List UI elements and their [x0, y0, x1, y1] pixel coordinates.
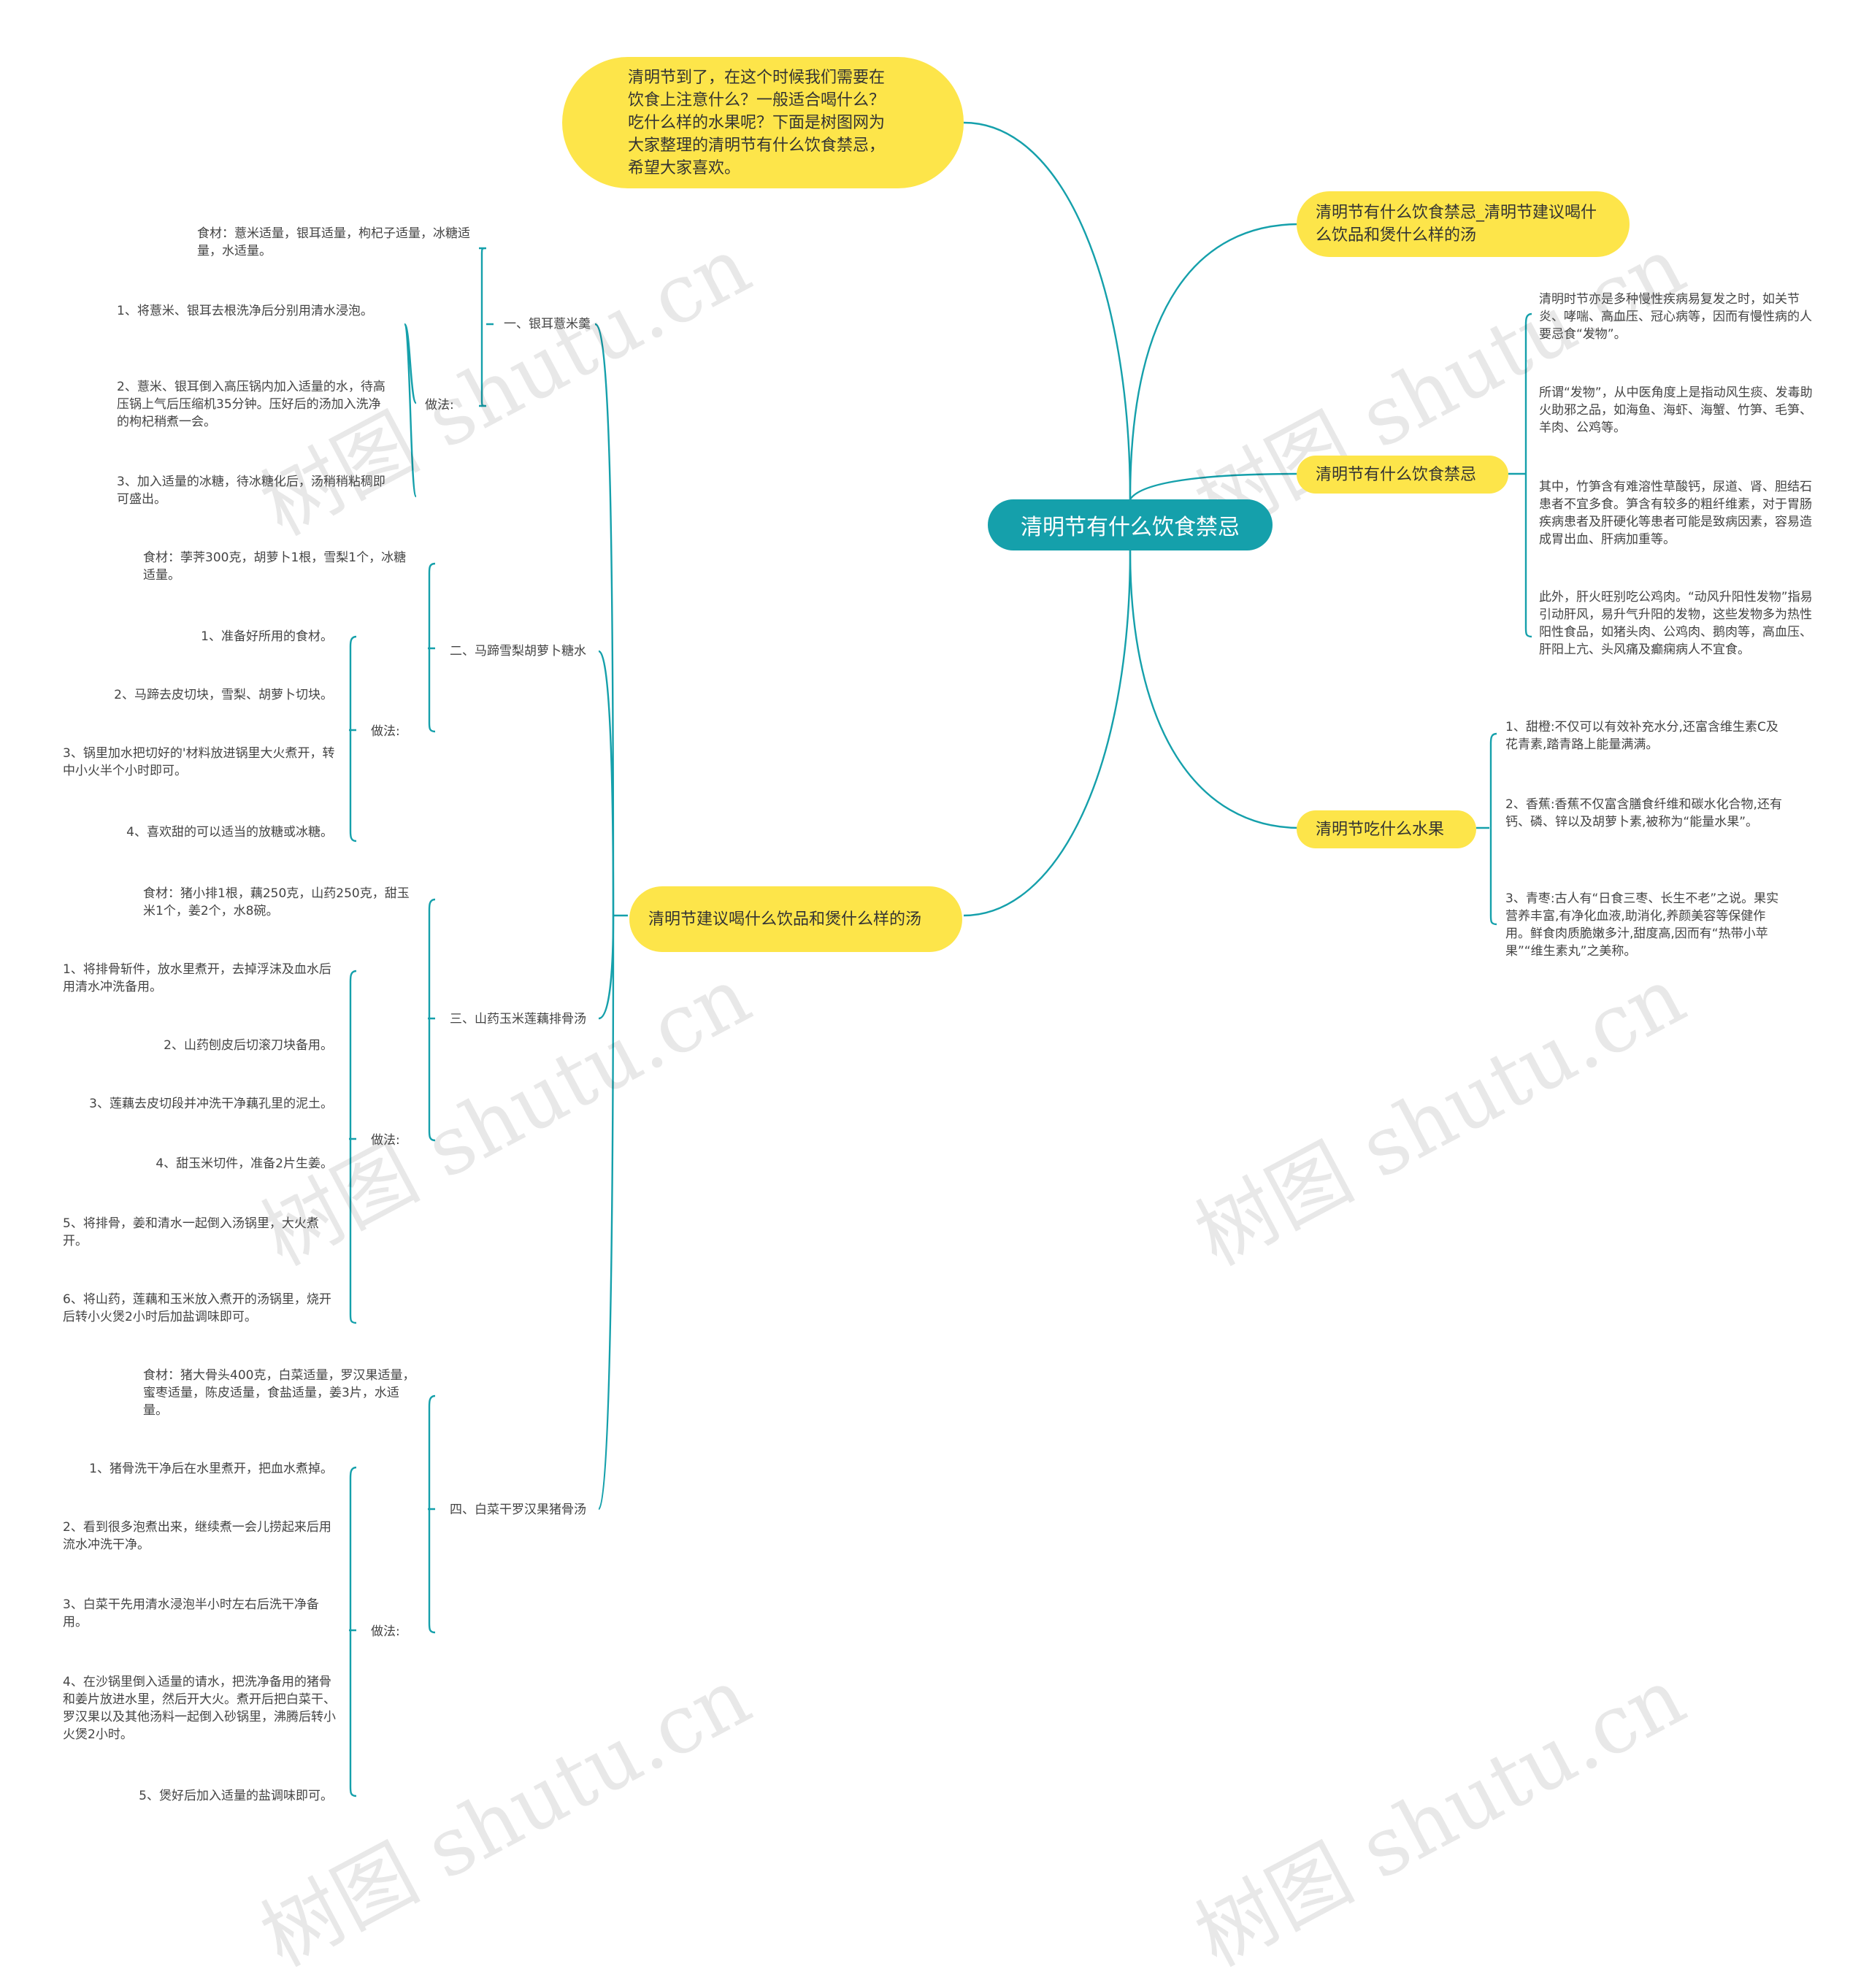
soup-step: 5、煲好后加入适量的盐调味即可。 [139, 1789, 333, 1803]
soup-ingredients: 食材：荸荠300克，胡萝卜1根，雪梨1个，冰糖适量。 [143, 550, 407, 583]
soup-ingredients: 食材：猪小排1根，藕250克，山药250克，甜玉米1个，姜2个，水8碗。 [143, 886, 410, 918]
soup-step: 3、白菜干先用清水浸泡半小时左右后洗干净备用。 [63, 1597, 319, 1630]
root-topic[interactable]: 清明节有什么饮食禁忌 [988, 499, 1273, 550]
method-label[interactable]: 做法: [371, 1624, 400, 1639]
taboo-item: 清明时节亦是多种慢性疾病易复发之时，如关节炎、哮喘、高血压、冠心病等，因而有慢性… [1539, 292, 1812, 342]
topic-soups[interactable]: 清明节建议喝什么饮品和煲什么样的汤 [629, 886, 962, 952]
soup-step: 3、锅里加水把切好的'材料放进锅里大火煮开，转中小火半个小时即可。 [63, 746, 335, 778]
soup-step: 5、将排骨，姜和清水一起倒入汤锅里，大火煮开。 [63, 1216, 319, 1248]
soup-step: 1、将薏米、银耳去根洗净后分别用清水浸泡。 [117, 304, 373, 318]
soup-name[interactable]: 一、银耳薏米羹 [504, 317, 591, 331]
topic-food-taboo[interactable]: 清明节有什么饮食禁忌 [1297, 456, 1508, 494]
connector-lines [349, 121, 1532, 1797]
taboo-item: 此外，肝火旺别吃公鸡肉。“动风升阳性发物”指易引动肝风，易升气升阳的发物，这些发… [1539, 590, 1813, 657]
soup-step: 3、加入适量的冰糖，待冰糖化后，汤稍稍粘稠即可盛出。 [117, 475, 385, 507]
soup-name[interactable]: 四、白菜干罗汉果猪骨汤 [450, 1502, 586, 1517]
soup-step: 1、猪骨洗干净后在水里煮开，把血水煮掉。 [89, 1462, 333, 1476]
soup-name[interactable]: 二、马蹄雪梨胡萝卜糖水 [450, 644, 586, 659]
fruit-item: 2、香蕉:香蕉不仅富含膳食纤维和碳水化合物,还有钙、磷、锌以及胡萝卜素,被称为“… [1505, 797, 1782, 829]
soup-step: 4、喜欢甜的可以适当的放糖或冰糖。 [126, 825, 333, 840]
intro-topic[interactable]: 清明节到了，在这个时候我们需要在饮食上注意什么？一般适合喝什么？吃什么样的水果呢… [562, 57, 964, 188]
soup-step: 3、莲藕去皮切段并冲洗干净藕孔里的泥土。 [89, 1097, 333, 1111]
soup-step: 4、在沙锅里倒入适量的请水，把洗净备用的猪骨和姜片放进水里，然后开大火。煮开后把… [63, 1675, 336, 1742]
topic-title-summary[interactable]: 清明节有什么饮食禁忌_清明节建议喝什么饮品和煲什么样的汤 [1297, 191, 1630, 257]
fruit-item: 1、甜橙:不仅可以有效补充水分,还富含维生素C及花青素,踏青路上能量满满。 [1505, 720, 1778, 752]
soup-step: 2、薏米、银耳倒入高压锅内加入适量的水，待高压锅上气后压缩机35分钟。压好后的汤… [117, 380, 385, 429]
soup-step: 6、将山药，莲藕和玉米放入煮开的汤锅里，烧开后转小火煲2小时后加盐调味即可。 [63, 1292, 331, 1324]
soup-step: 4、甜玉米切件，准备2片生姜。 [156, 1156, 333, 1171]
soup-ingredients: 食材：薏米适量，银耳适量，枸杞子适量，冰糖适量，水适量。 [197, 226, 470, 258]
soup-step: 1、准备好所用的食材。 [201, 629, 333, 644]
topic-fruit[interactable]: 清明节吃什么水果 [1297, 810, 1476, 848]
method-label[interactable]: 做法: [371, 1133, 400, 1148]
soup-name[interactable]: 三、山药玉米莲藕排骨汤 [450, 1012, 586, 1026]
soup-ingredients: 食材：猪大骨头400克，白菜适量，罗汉果适量，蜜枣适量，陈皮适量，食盐适量，姜3… [143, 1368, 415, 1418]
method-label[interactable]: 做法: [371, 724, 400, 739]
method-label[interactable]: 做法: [425, 398, 454, 412]
taboo-item: 其中，竹笋含有难溶性草酸钙，尿道、肾、胆结石患者不宜多食。笋含有较多的粗纤维素，… [1539, 480, 1812, 547]
fruit-item: 3、青枣:古人有“日食三枣、长生不老”之说。果实营养丰富,有净化血液,助消化,养… [1505, 891, 1779, 959]
soup-step: 2、山药刨皮后切滚刀块备用。 [164, 1038, 333, 1053]
soup-step: 1、将排骨斩件，放水里煮开，去掉浮沫及血水后用清水冲洗备用。 [63, 962, 331, 994]
taboo-item: 所谓“发物”，从中医角度上是指动风生痰、发毒助火助邪之品，如海鱼、海虾、海蟹、竹… [1539, 385, 1813, 435]
soup-step: 2、马蹄去皮切块，雪梨、胡萝卜切块。 [114, 688, 333, 702]
soup-step: 2、看到很多泡煮出来，继续煮一会儿捞起来后用流水冲洗干净。 [63, 1520, 331, 1552]
